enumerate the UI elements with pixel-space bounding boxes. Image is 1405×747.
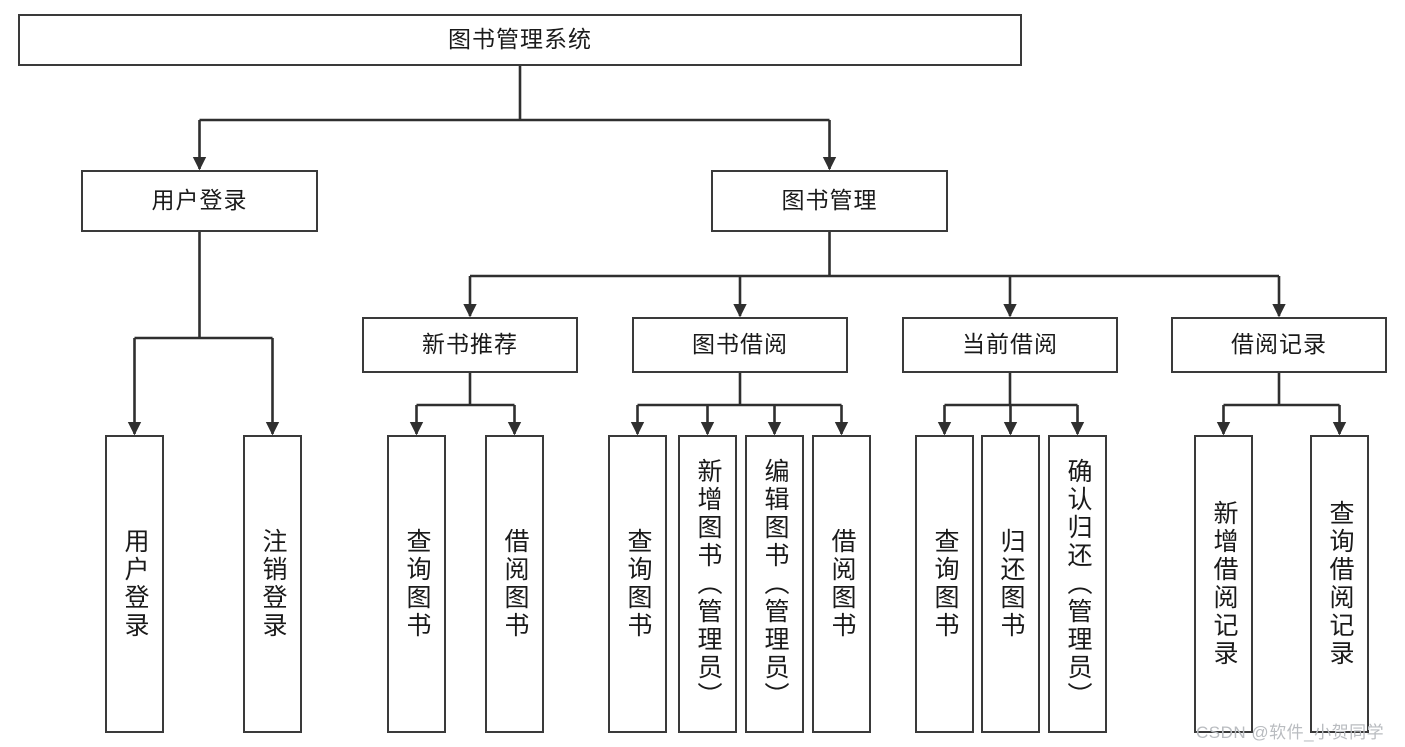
node-label-borrow-record: 借阅记录 xyxy=(1231,331,1327,358)
node-leaf-return-book[interactable]: 归还图书 xyxy=(981,435,1040,733)
node-leaf-add-book[interactable]: 新增图书（管理员） xyxy=(678,435,737,733)
node-label-leaf-query-book-borrow: 查询图书 xyxy=(624,528,652,640)
node-current-borrow[interactable]: 当前借阅 xyxy=(902,317,1118,373)
csdn-watermark: CSDN @软件_小贺同学 xyxy=(1196,723,1385,742)
node-book-manage[interactable]: 图书管理 xyxy=(711,170,948,232)
node-leaf-logout[interactable]: 注销登录 xyxy=(243,435,302,733)
node-label-new-book-rec: 新书推荐 xyxy=(422,331,518,358)
node-label-leaf-borrow-book: 借阅图书 xyxy=(828,528,856,640)
node-leaf-query-book-borrow[interactable]: 查询图书 xyxy=(608,435,667,733)
node-label-leaf-add-record: 新增借阅记录 xyxy=(1210,500,1238,668)
node-leaf-query-book-current[interactable]: 查询图书 xyxy=(915,435,974,733)
node-label-leaf-query-book-current: 查询图书 xyxy=(931,528,959,640)
node-leaf-confirm-return[interactable]: 确认归还（管理员） xyxy=(1048,435,1107,733)
node-label-user-login: 用户登录 xyxy=(151,187,248,214)
node-label-leaf-borrow-book-rec: 借阅图书 xyxy=(501,528,529,640)
node-label-leaf-edit-book: 编辑图书（管理员） xyxy=(761,458,789,710)
node-label-root: 图书管理系统 xyxy=(448,26,592,53)
node-leaf-query-book-rec[interactable]: 查询图书 xyxy=(387,435,446,733)
node-user-login[interactable]: 用户登录 xyxy=(81,170,318,232)
node-label-leaf-user-login: 用户登录 xyxy=(121,528,149,640)
node-label-leaf-logout: 注销登录 xyxy=(259,528,287,640)
node-label-leaf-return-book: 归还图书 xyxy=(997,528,1025,640)
node-label-leaf-confirm-return: 确认归还（管理员） xyxy=(1064,458,1092,710)
node-label-leaf-query-book-rec: 查询图书 xyxy=(403,528,431,640)
node-label-leaf-add-book: 新增图书（管理员） xyxy=(694,458,722,710)
node-leaf-edit-book[interactable]: 编辑图书（管理员） xyxy=(745,435,804,733)
node-leaf-borrow-book-rec[interactable]: 借阅图书 xyxy=(485,435,544,733)
node-leaf-add-record[interactable]: 新增借阅记录 xyxy=(1194,435,1253,733)
node-borrow-record[interactable]: 借阅记录 xyxy=(1171,317,1387,373)
node-label-book-manage: 图书管理 xyxy=(781,187,878,214)
node-book-borrow[interactable]: 图书借阅 xyxy=(632,317,848,373)
node-leaf-query-record[interactable]: 查询借阅记录 xyxy=(1310,435,1369,733)
node-leaf-borrow-book[interactable]: 借阅图书 xyxy=(812,435,871,733)
node-label-leaf-query-record: 查询借阅记录 xyxy=(1326,500,1354,668)
node-label-book-borrow: 图书借阅 xyxy=(692,331,788,358)
node-root[interactable]: 图书管理系统 xyxy=(18,14,1022,66)
node-new-book-rec[interactable]: 新书推荐 xyxy=(362,317,578,373)
node-label-current-borrow: 当前借阅 xyxy=(962,331,1058,358)
node-leaf-user-login[interactable]: 用户登录 xyxy=(105,435,164,733)
